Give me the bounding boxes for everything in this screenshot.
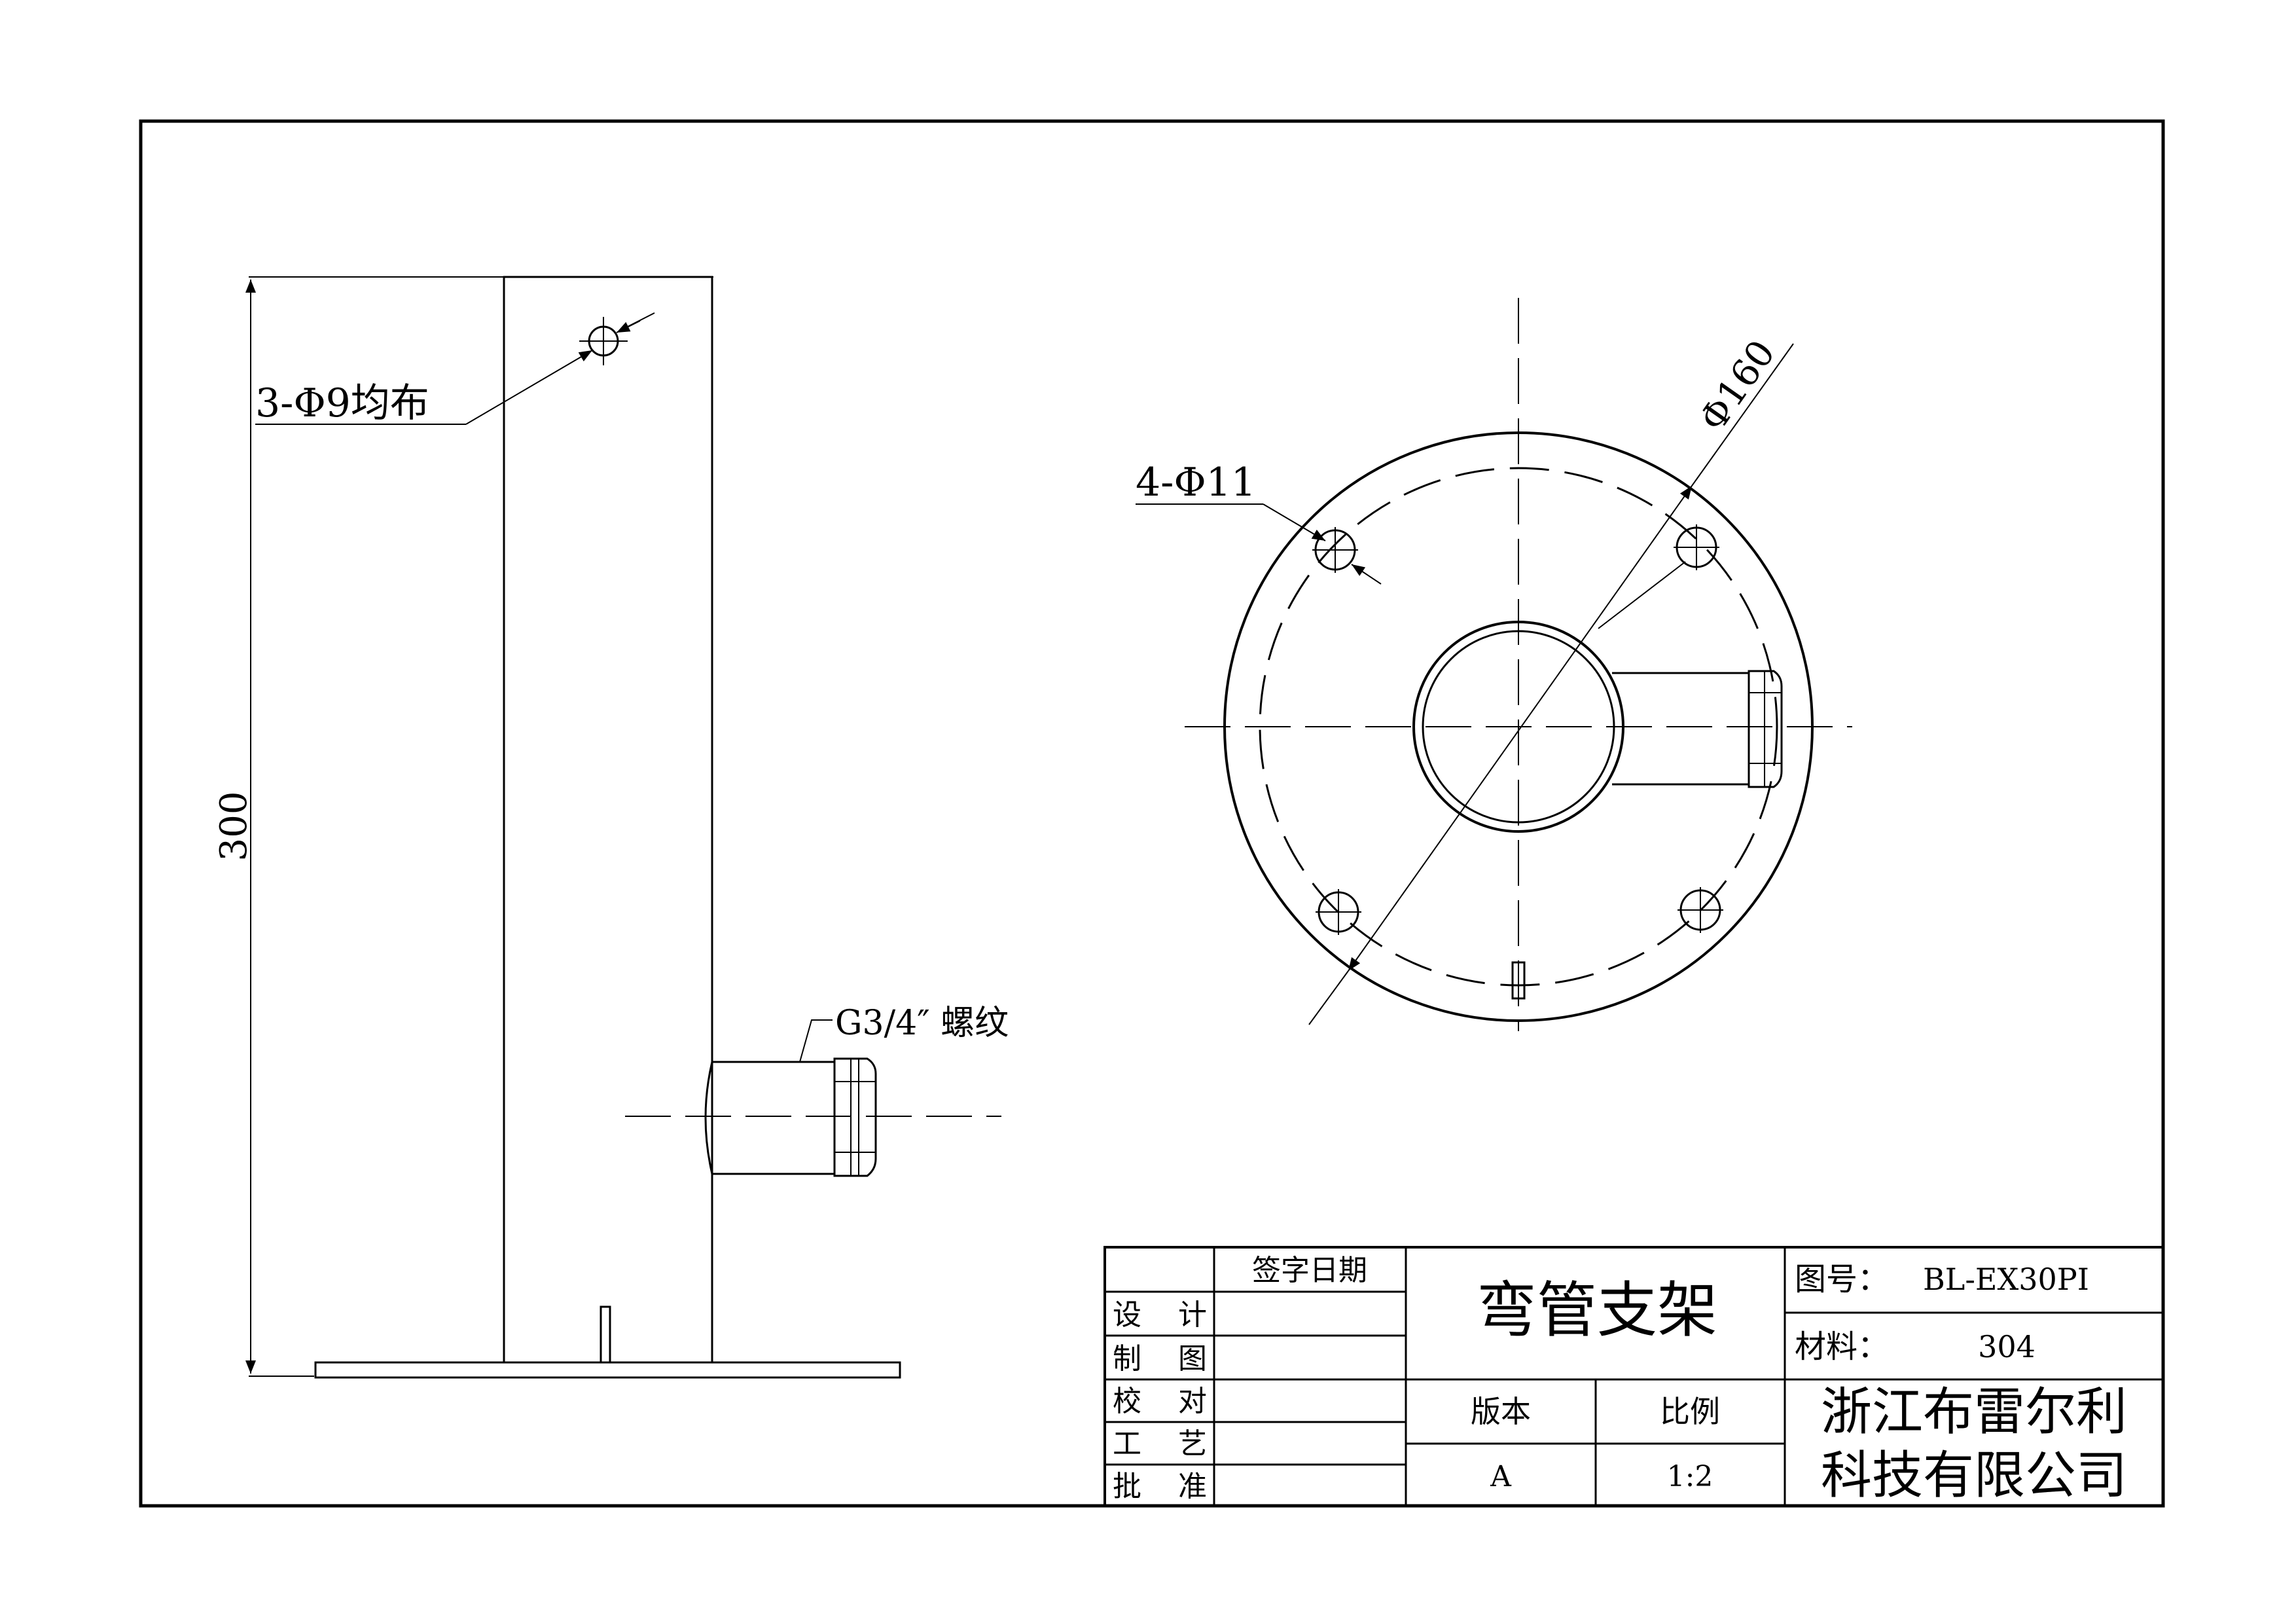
top-fitting — [1612, 672, 1750, 786]
row-approve-c2: 准 — [1178, 1470, 1207, 1503]
scale-value: 1:2 — [1667, 1460, 1713, 1493]
material-label: 材料： — [1795, 1328, 1889, 1365]
row-design-c1: 设 — [1113, 1298, 1141, 1332]
company-name-line1: 浙江布雷尔利 — [1821, 1383, 2127, 1442]
drawing-border — [139, 119, 2165, 1508]
row-drawn-c1: 制 — [1113, 1342, 1141, 1376]
bolt-circle — [1259, 467, 1778, 987]
version-value: A — [1490, 1460, 1512, 1493]
diameter-dimension-text: Φ160 — [1691, 333, 1784, 439]
pipe-fitting — [704, 1061, 836, 1175]
flange-outline — [1223, 431, 1814, 1022]
drawing-no-label: 图号： — [1795, 1261, 1889, 1298]
version-label: 版本 — [1471, 1394, 1531, 1429]
top-view: 4-Φ11 Φ160 — [1136, 298, 1852, 1031]
row-process-c2: 艺 — [1178, 1427, 1207, 1461]
diameter-dimension-line — [1348, 485, 1693, 972]
thread-callout-text: G3/4″ 螺纹 — [835, 1004, 1009, 1043]
hex-nut — [833, 1057, 877, 1177]
hole-callout-leader — [465, 350, 593, 425]
row-check-c2: 对 — [1178, 1385, 1207, 1418]
row-check-c1: 校 — [1113, 1385, 1141, 1418]
row-process-c1: 工 — [1113, 1427, 1141, 1461]
sign-date-header: 签字日期 — [1252, 1254, 1367, 1287]
bolt-hole-callout-text: 4-Φ11 — [1136, 460, 1256, 505]
side-view: 300 3-Φ9均布 G3/4″ 螺纹 — [213, 276, 1009, 1379]
title-block: 签字日期 设 计 制 图 校 对 工 艺 批 准 弯管支架 版本 比例 A 1:… — [1103, 1246, 2163, 1506]
drawing-no-value: BL-EX30PI — [1923, 1262, 2089, 1297]
bolt-hole-top-right — [1674, 524, 1719, 570]
company-name-line2: 科技有限公司 — [1821, 1446, 2127, 1505]
bolt-hole-top-left — [1312, 527, 1358, 573]
support-post — [503, 276, 713, 1364]
row-design-c2: 计 — [1178, 1298, 1207, 1332]
bolt-hole-leader — [1263, 503, 1326, 541]
locating-pin — [600, 1305, 611, 1364]
part-name: 弯管支架 — [1477, 1275, 1717, 1345]
post-hole-symbol — [579, 317, 628, 365]
material-value: 304 — [1978, 1329, 2036, 1364]
height-dimension-text: 300 — [213, 792, 255, 862]
hole-callout-text: 3-Φ9均布 — [255, 380, 429, 426]
scale-label: 比例 — [1660, 1394, 1720, 1429]
row-drawn-c2: 图 — [1178, 1342, 1207, 1376]
top-hex-nut — [1748, 670, 1783, 788]
base-plate — [314, 1361, 901, 1379]
row-approve-c1: 批 — [1113, 1470, 1141, 1503]
